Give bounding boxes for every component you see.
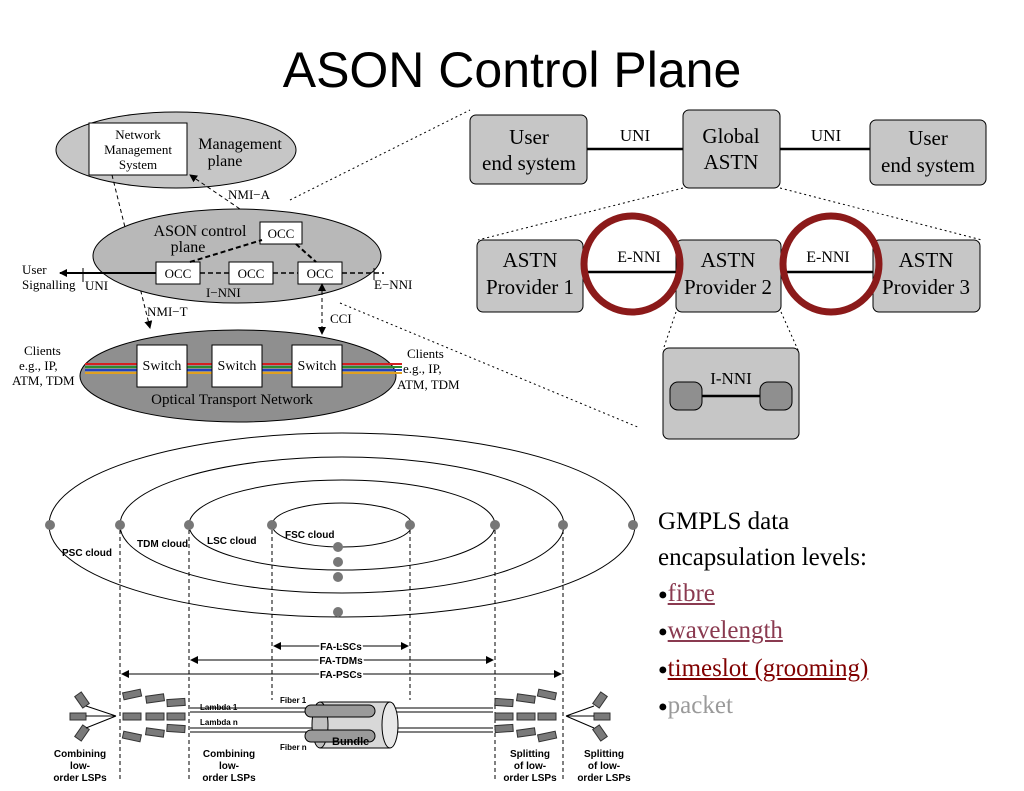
page-title: ASON Control Plane [282, 42, 742, 98]
switch-2: Switch [218, 359, 257, 374]
optical-transport-network: Switch Switch Switch Optical Transport N… [79, 329, 402, 423]
psc-cloud-label: PSC cloud [62, 548, 112, 559]
fa-lscs-label: FA-LSCs [320, 642, 362, 653]
packet-item: packet [667, 691, 733, 719]
nms-label-1: Network [115, 127, 161, 142]
astn-hierarchy: User end system UNI Global ASTN UNI User… [469, 109, 987, 440]
occ-top: OCC [268, 226, 295, 241]
combining-1-line-2: low- [70, 761, 90, 772]
lsc-cloud-label: LSC cloud [207, 536, 256, 547]
gmpls-clouds: PSC cloud TDM cloud LSC cloud FSC cloud … [45, 432, 638, 780]
list-item: ●timeslot (grooming) [658, 654, 869, 682]
nmi-t-label: NMI−T [147, 304, 188, 319]
user-end-system-left-1: User [509, 125, 549, 149]
fsc-cloud-label: FSC cloud [285, 530, 334, 541]
bundle-label: Bundle [332, 736, 369, 748]
i-nni-label-left: I−NNI [206, 285, 241, 300]
provider-1-line-1: ASTN [503, 248, 558, 272]
management-plane-label-2: plane [208, 153, 243, 170]
i-nni-label-right: I-NNI [710, 369, 752, 388]
fiber-n-label: Fiber n [280, 743, 307, 752]
splitting-2-line-3: order LSPs [577, 773, 631, 784]
occ-1: OCC [165, 266, 192, 281]
e-nni-highlight-ring-1 [580, 212, 684, 316]
global-astn-1: Global [702, 124, 759, 148]
e-nni-label-2: E-NNI [806, 249, 850, 266]
user-end-system-right-2: end system [881, 153, 975, 177]
user-signalling-label-2: Signalling [22, 277, 76, 292]
global-astn-2: ASTN [704, 150, 759, 174]
e-nni-highlight-ring-2 [779, 212, 883, 316]
link-timeslot[interactable]: timeslot (grooming) [667, 654, 869, 682]
combining-1-line-3: order LSPs [53, 773, 107, 784]
splitting-2-line-2: of low- [588, 761, 620, 772]
otn-label: Optical Transport Network [151, 392, 313, 408]
ason-control-plane: ASON control plane OCC OCC OCC OCC I−NNI… [92, 208, 412, 304]
user-end-system-right-1: User [908, 126, 948, 150]
combining-2-line-2: low- [219, 761, 239, 772]
splitting-1-line-2: of low- [514, 761, 546, 772]
bullets-heading-2: encapsulation levels: [658, 544, 867, 571]
occ-3: OCC [307, 266, 334, 281]
provider-1-line-2: Provider 1 [486, 275, 574, 299]
switch-1: Switch [143, 359, 182, 374]
list-item: ●wavelength [658, 617, 783, 645]
lambda-n-label: Lambda n [200, 718, 238, 727]
user-end-system-left-2: end system [482, 151, 576, 175]
lsp-bundle-illustration: Lambda 1 Lambda n Fiber 1 Fiber n Bundle [69, 688, 611, 752]
clients-right-3: ATM, TDM [397, 377, 460, 392]
combining-1-line-1: Combining [54, 749, 106, 760]
tdm-cloud-label: TDM cloud [137, 539, 188, 550]
uni-label-right-2: UNI [811, 126, 842, 145]
bullets-heading-1: GMPLS data [658, 508, 790, 535]
occ-2: OCC [238, 266, 265, 281]
lambda-1-label: Lambda 1 [200, 703, 238, 712]
clients-left-3: ATM, TDM [12, 373, 75, 388]
clients-left-1: Clients [24, 343, 61, 358]
splitting-2-line-1: Splitting [584, 749, 624, 760]
provider-2-line-1: ASTN [701, 248, 756, 272]
fa-pscs-label: FA-PSCs [320, 670, 363, 681]
e-nni-label-left: E−NNI [374, 277, 412, 292]
list-item: ●fibre [658, 580, 715, 607]
provider-3-line-1: ASTN [899, 248, 954, 272]
cci-label: CCI [330, 311, 352, 326]
combining-2-line-1: Combining [203, 749, 255, 760]
nms-label-3: System [119, 157, 157, 172]
fiber-1-label: Fiber 1 [280, 696, 307, 705]
link-wavelength[interactable]: wavelength [667, 617, 783, 645]
clients-right-1: Clients [407, 346, 444, 361]
uni-label-left: UNI [85, 278, 108, 293]
gmpls-levels-list: GMPLS data encapsulation levels: ●fibre … [658, 504, 998, 725]
link-fibre[interactable]: fibre [667, 580, 715, 607]
lsp-captions: Combining low- order LSPs Combining low-… [53, 749, 631, 784]
management-plane: Network Management System Management pla… [55, 111, 297, 189]
combining-2-line-3: order LSPs [202, 773, 256, 784]
e-nni-label-1: E-NNI [617, 249, 661, 266]
provider-2-line-2: Provider 2 [684, 275, 772, 299]
clients-right-2: e.g., IP, [403, 361, 442, 376]
nms-label-2: Management [104, 142, 172, 157]
nmi-a-label: NMI−A [228, 187, 271, 202]
clients-left-2: e.g., IP, [19, 358, 58, 373]
user-signalling-label-1: User [22, 262, 47, 277]
provider-3-line-2: Provider 3 [882, 275, 970, 299]
fa-tdms-label: FA-TDMs [319, 656, 363, 667]
control-plane-label-2: plane [171, 239, 206, 256]
splitting-1-line-3: order LSPs [503, 773, 557, 784]
switch-3: Switch [298, 359, 337, 374]
list-item: ●packet [658, 691, 733, 719]
splitting-1-line-1: Splitting [510, 749, 550, 760]
control-plane-label-1: ASON control [154, 223, 247, 240]
uni-label-right-1: UNI [620, 126, 651, 145]
management-plane-label-1: Management [198, 136, 282, 153]
